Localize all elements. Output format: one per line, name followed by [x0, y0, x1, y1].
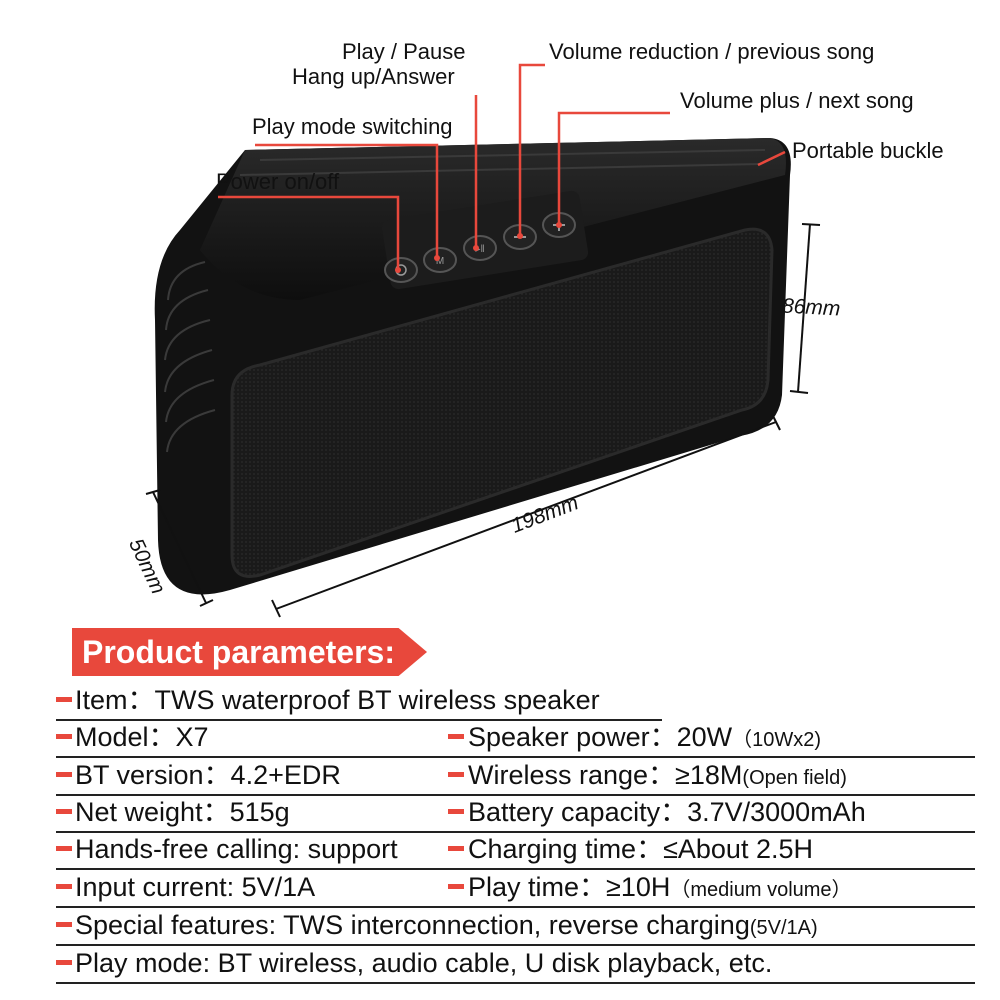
param-left-text: Net weight：515g [75, 797, 290, 827]
height-dimension: 86mm [781, 294, 841, 321]
power-label: Power on/off [216, 169, 340, 194]
param-right-text: Play time：≥10H（medium volume） [468, 872, 852, 902]
bullet-dash [56, 697, 72, 702]
param-row [56, 682, 662, 721]
play-mode-label: Play mode switching [252, 114, 453, 139]
parameters-heading: Product parameters: [72, 628, 427, 676]
param-right-text: Speaker power：20W（10Wx2) [468, 722, 822, 752]
bullet-dash [56, 809, 72, 814]
svg-text:▸‖: ▸‖ [475, 244, 484, 255]
bullet-dash [56, 884, 72, 889]
play-mode-button[interactable]: M [423, 247, 457, 273]
param-left-text: Play mode: BT wireless, audio cable, U d… [75, 948, 773, 978]
param-left-text: Hands-free calling: support [75, 834, 398, 864]
bullet-dash [56, 922, 72, 927]
param-row [56, 719, 975, 758]
param-row [56, 757, 975, 796]
svg-text:M: M [436, 256, 444, 267]
param-row [56, 831, 975, 870]
bullet-dash [448, 809, 464, 814]
bullet-dash [448, 846, 464, 851]
param-left-text: BT version：4.2+EDR [75, 760, 341, 790]
bullet-dash [56, 772, 72, 777]
bullet-dash [56, 846, 72, 851]
volume-down-label: Volume reduction / previous song [549, 39, 875, 64]
speaker-illustration: M ▸‖ [145, 63, 821, 618]
play-pause-button[interactable]: ▸‖ [463, 235, 497, 261]
volume-up-label: Volume plus / next song [680, 88, 914, 113]
buckle-label: Portable buckle [792, 138, 944, 163]
bullet-dash [56, 734, 72, 739]
param-left-text: Item：TWS waterproof BT wireless speaker [75, 685, 600, 715]
param-right-text: Charging time：≤About 2.5H [468, 834, 813, 864]
play-pause-label: Play / Pause [342, 39, 466, 64]
speaker-grille [230, 227, 774, 578]
param-right-text: Battery capacity：3.7V/3000mAh [468, 797, 866, 827]
param-row [56, 869, 975, 908]
bullet-dash [448, 884, 464, 889]
param-row [56, 907, 975, 946]
bullet-dash [448, 734, 464, 739]
callout-lines [218, 63, 786, 270]
parameters-title: Product parameters: [82, 634, 395, 670]
param-left-text: Special features: TWS interconnection, r… [75, 910, 818, 940]
param-row [56, 794, 975, 833]
bullet-dash [448, 772, 464, 777]
param-left-text: Model：X7 [75, 722, 209, 752]
hang-up-answer-label: Hang up/Answer [292, 64, 455, 89]
param-left-text: Input current: 5V/1A [75, 872, 316, 902]
param-row [56, 945, 975, 984]
param-right-text: Wireless range：≥18M(Open field) [468, 760, 847, 790]
bullet-dash [56, 960, 72, 965]
dimension-lines [145, 223, 821, 618]
